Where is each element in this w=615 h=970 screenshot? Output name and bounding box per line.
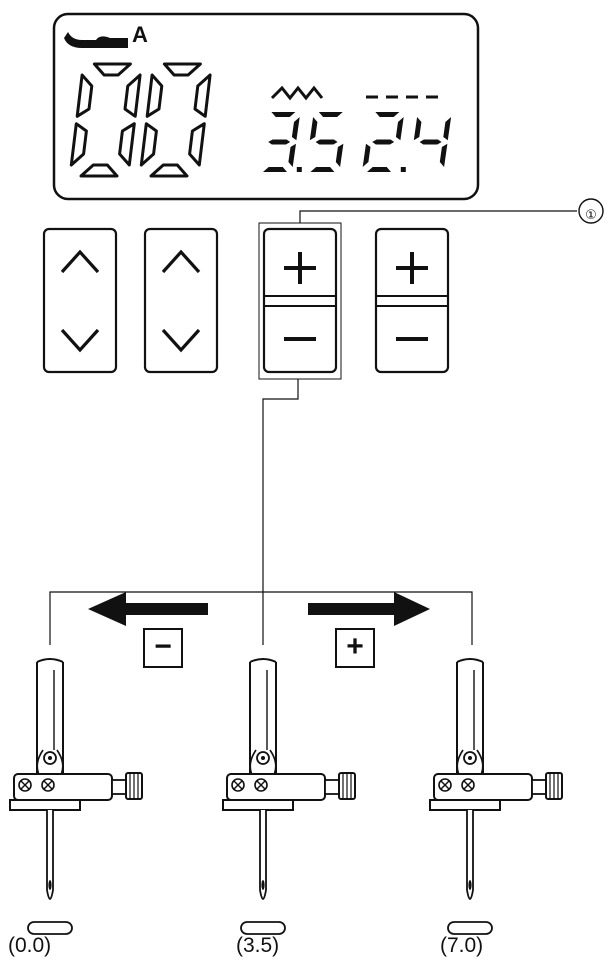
needle-assembly-right	[429, 658, 563, 935]
needle-position-right: (7.0)	[440, 934, 484, 957]
digit-segment	[315, 139, 338, 145]
chevron-down-icon[interactable]	[60, 328, 100, 353]
digit-segment	[149, 163, 189, 178]
digit-segment	[419, 139, 442, 145]
digit-segment	[335, 143, 344, 167]
decimal-point	[400, 167, 406, 172]
minus-symbol: −	[154, 630, 172, 663]
plus-box	[335, 628, 375, 668]
digit-segment	[413, 117, 422, 141]
digit-segment	[372, 139, 395, 145]
digit-segment	[162, 62, 202, 77]
connector-line	[262, 379, 299, 645]
callout-circle	[578, 198, 604, 224]
digit-segment	[79, 163, 119, 178]
digit-segment	[193, 73, 212, 118]
digit-segment	[268, 139, 291, 145]
digit-segment	[395, 117, 404, 141]
chevron-up-icon[interactable]	[161, 249, 201, 274]
needle-position-center: (3.5)	[236, 934, 280, 957]
length-plus-minus-button[interactable]	[374, 227, 450, 374]
digit-segment	[263, 167, 287, 172]
stitch-length-display	[362, 112, 452, 172]
arrow-right-icon	[308, 592, 430, 626]
digit-segment	[271, 112, 296, 117]
plus-icon[interactable]	[284, 252, 316, 284]
pattern-up-down-button-2[interactable]	[143, 227, 219, 374]
digit-segment	[291, 117, 300, 141]
minus-box	[143, 628, 183, 668]
digit-segment	[188, 122, 206, 167]
digit-segment	[75, 73, 94, 118]
lcd-display	[52, 12, 480, 201]
callout-leader	[299, 210, 577, 223]
digit-segment	[318, 112, 343, 117]
digit-segment	[439, 143, 448, 167]
bracket-line	[49, 591, 473, 645]
needle-assembly-center	[222, 658, 356, 935]
zigzag-icon	[270, 85, 324, 101]
presser-foot-icon	[64, 32, 128, 48]
digit-segment	[92, 62, 132, 77]
digit-segment	[139, 122, 158, 167]
foot-letter: A	[132, 22, 148, 47]
digit-segment	[367, 167, 391, 172]
arrow-left-icon	[88, 592, 208, 626]
digit-segment	[443, 117, 452, 141]
digit-segment	[288, 143, 296, 167]
pattern-number-display	[69, 62, 212, 178]
digit-segment	[69, 122, 88, 167]
digit-segment	[145, 73, 164, 118]
digit-segment	[375, 112, 400, 117]
digit-segment	[310, 167, 335, 172]
width-plus-minus-button[interactable]	[262, 227, 338, 374]
chevron-up-icon[interactable]	[60, 249, 100, 274]
digit-segment	[309, 117, 318, 141]
digit-segment	[123, 73, 142, 118]
plus-icon[interactable]	[396, 252, 428, 284]
plus-symbol: +	[346, 630, 364, 663]
digit-segment	[362, 143, 371, 167]
needle-assembly-left	[9, 658, 143, 935]
pattern-up-down-button-1[interactable]	[42, 227, 118, 374]
stitch-width-display	[263, 112, 344, 172]
needle-position-left: (0.0)	[8, 934, 52, 957]
callout-marker: ①	[585, 208, 597, 223]
digit-segment	[118, 122, 136, 167]
chevron-down-icon[interactable]	[161, 328, 201, 353]
decimal-point	[296, 167, 302, 172]
